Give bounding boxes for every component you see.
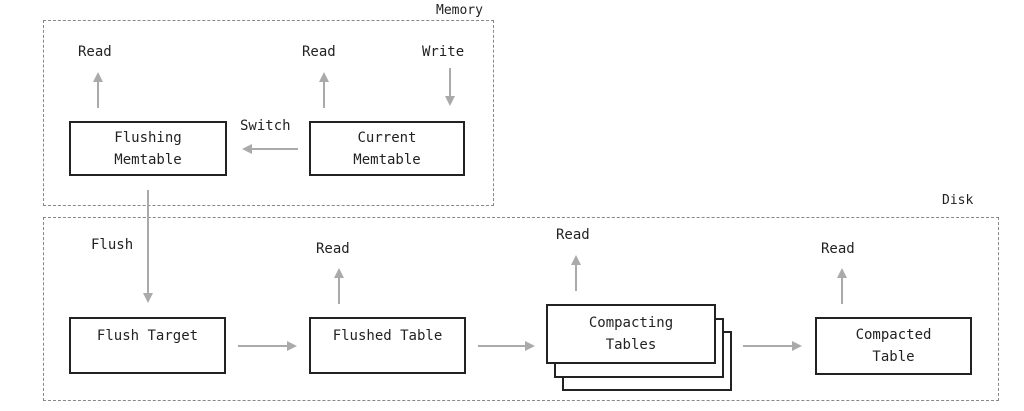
read-label-flushing: Read <box>78 44 112 60</box>
read-label-compacting: Read <box>556 227 590 243</box>
compacting-tables-box: Compacting Tables <box>546 304 716 364</box>
current-memtable-box: Current Memtable <box>309 121 465 176</box>
read-label-compacted: Read <box>821 241 855 257</box>
flush-label: Flush <box>91 237 134 253</box>
flushing-memtable-box: Flushing Memtable <box>69 121 227 176</box>
compacted-table-box: Compacted Table <box>815 317 972 375</box>
memory-region-label: Memory <box>436 3 483 18</box>
disk-region-label: Disk <box>942 193 974 208</box>
memory-region <box>43 20 494 206</box>
read-label-current: Read <box>302 44 336 60</box>
disk-region <box>43 217 999 401</box>
read-label-flushed: Read <box>316 241 350 257</box>
switch-label: Switch <box>240 118 291 134</box>
flush-target-box: Flush Target <box>69 317 226 374</box>
write-label: Write <box>422 44 465 60</box>
flushed-table-box: Flushed Table <box>309 317 466 374</box>
